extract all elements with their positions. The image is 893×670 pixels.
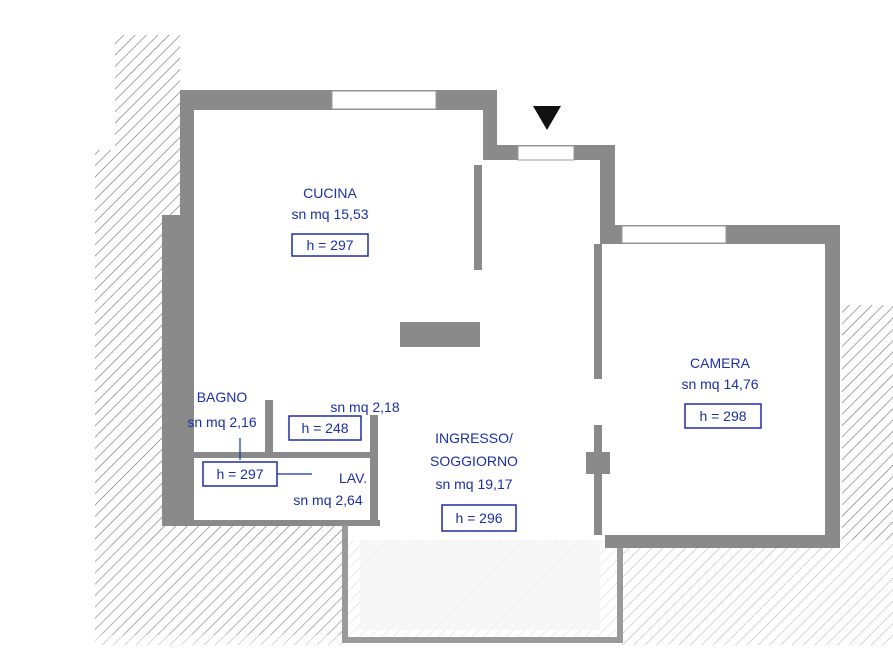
soggiorno-name-line2: SOGGIORNO (430, 453, 518, 469)
camera-area: sn mq 14,76 (681, 376, 758, 392)
interior-walls (176, 165, 610, 535)
soggiorno-height-box (441, 504, 517, 532)
cucina-area: sn mq 15,53 (291, 206, 368, 222)
entrance-arrow-icon (533, 106, 561, 130)
bagno-name: BAGNO (197, 389, 248, 405)
camera-height: h = 298 (699, 408, 746, 424)
cucina-name: CUCINA (303, 185, 357, 201)
camera-height-box (684, 403, 762, 429)
lav-name: LAV. (339, 470, 367, 486)
camera-name: CAMERA (690, 355, 751, 371)
soggiorno-height: h = 296 (455, 510, 502, 526)
disimpegno-height: h = 248 (301, 420, 348, 436)
cucina-height-box (291, 233, 369, 257)
disimpegno-height-box (288, 415, 362, 441)
disimpegno-area: sn mq 2,18 (330, 399, 399, 415)
balcony (342, 525, 623, 643)
soggiorno-area: sn mq 19,17 (435, 476, 512, 492)
bagno-height: h = 297 (216, 466, 263, 482)
soggiorno-name-line1: INGRESSO/ (435, 430, 513, 446)
lav-area: sn mq 2,64 (293, 492, 362, 508)
exterior-walls (162, 90, 840, 548)
bagno-area: sn mq 2,16 (187, 414, 256, 430)
cucina-height: h = 297 (306, 237, 353, 253)
